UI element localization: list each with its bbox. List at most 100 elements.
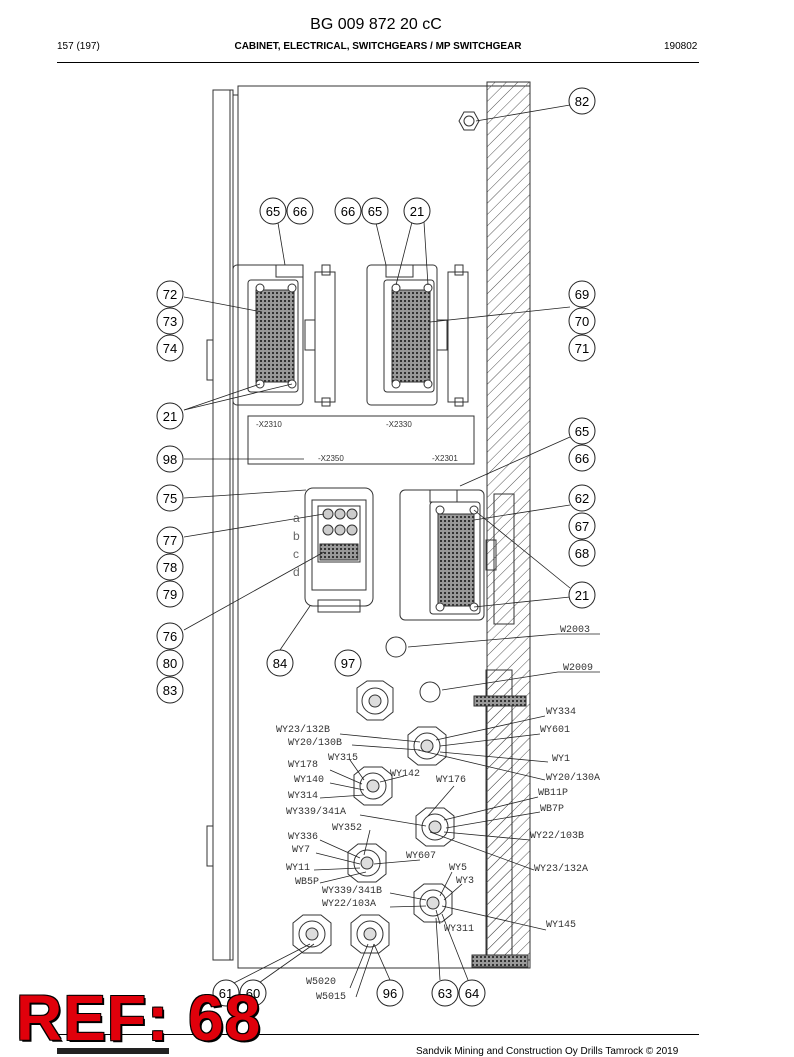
- svg-text:21: 21: [163, 409, 177, 424]
- header-rule: [57, 62, 699, 63]
- leader-lines: [183, 104, 600, 998]
- label-strip: [247, 415, 475, 465]
- svg-text:84: 84: [273, 656, 287, 671]
- wire-label-wy145: WY145: [546, 920, 576, 931]
- x2350-label: -X2350: [318, 454, 344, 463]
- wire-label-wy176: WY176: [436, 775, 466, 786]
- slot-letter-c: c: [293, 547, 299, 561]
- svg-text:80: 80: [163, 656, 177, 671]
- callout-84: 84: [266, 649, 294, 677]
- footer-copyright: Sandvik Mining and Construction Oy Drill…: [416, 1046, 679, 1057]
- x2301-label: -X2301: [432, 454, 458, 463]
- callout-80: 80: [156, 649, 184, 677]
- bolt-82: [458, 111, 480, 131]
- wire-label-wy339-341b: WY339/341B: [322, 885, 382, 897]
- svg-text:78: 78: [163, 560, 177, 575]
- wire-label-wy178: WY178: [288, 760, 318, 771]
- connector-x2350: [304, 487, 374, 613]
- connector-housing-x2330: [366, 264, 469, 407]
- wire-label-wy336: WY336: [288, 832, 318, 843]
- wire-label-wy11: WY11: [286, 863, 310, 874]
- wire-label-wy315: WY315: [328, 753, 358, 764]
- svg-text:79: 79: [163, 587, 177, 602]
- document-id: BG 009 872 20 cC: [310, 16, 442, 33]
- gland-97: [356, 680, 394, 721]
- callout-68: 68: [568, 539, 596, 567]
- svg-text:98: 98: [163, 452, 177, 467]
- callout-65: 65: [361, 197, 389, 225]
- callout-77: 77: [156, 526, 184, 554]
- svg-text:73: 73: [163, 314, 177, 329]
- callout-97: 97: [334, 649, 362, 677]
- callout-70: 70: [568, 307, 596, 335]
- callout-61: 61: [212, 979, 240, 1007]
- callout-bubbles: 82 65 66 66 65 21 72 73 74 21 98 69 70 7…: [156, 87, 596, 1007]
- footer-rule: [57, 1034, 699, 1035]
- wire-label-wy23-132b: WY23/132B: [276, 724, 330, 736]
- callout-66: 66: [334, 197, 362, 225]
- svg-text:76: 76: [163, 629, 177, 644]
- wire-label-wy607: WY607: [406, 851, 436, 862]
- wire-label-wy22-103a: WY22/103A: [322, 898, 376, 910]
- wire-label-wy142: WY142: [390, 769, 420, 780]
- svg-text:96: 96: [383, 986, 397, 1001]
- wire-label-wy601: WY601: [540, 725, 570, 736]
- callout-64: 64: [458, 979, 486, 1007]
- svg-text:65: 65: [575, 424, 589, 439]
- wire-label-wb7p: WB7P: [540, 804, 564, 815]
- callout-60: 60: [239, 979, 267, 1007]
- svg-text:67: 67: [575, 519, 589, 534]
- gland-lower-right: [413, 883, 453, 923]
- gland-upper-right: [407, 726, 447, 766]
- callout-65: 65: [568, 417, 596, 445]
- svg-text:66: 66: [575, 451, 589, 466]
- wire-label-w5020: W5020: [306, 977, 336, 988]
- gland-lower-left: [347, 843, 387, 883]
- wire-label-wy22-103b: WY22/103B: [530, 830, 584, 842]
- wire-label-wy20-130b: WY20/130B: [288, 737, 342, 749]
- slot-letters: a b c d: [293, 511, 300, 579]
- cable-glands: [292, 680, 455, 954]
- callout-67: 67: [568, 512, 596, 540]
- page-title: CABINET, ELECTRICAL, SWITCHGEARS / MP SW…: [234, 41, 522, 52]
- callout-73: 73: [156, 307, 184, 335]
- slot-letter-b: b: [293, 529, 300, 543]
- sandvik-logo: [57, 1048, 169, 1054]
- svg-text:71: 71: [575, 341, 589, 356]
- callout-72: 72: [156, 280, 184, 308]
- wire-label-w5015: W5015: [316, 992, 346, 1003]
- svg-text:75: 75: [163, 491, 177, 506]
- callout-21: 21: [156, 402, 184, 430]
- slot-letter-a: a: [293, 511, 300, 525]
- wire-label-wy7: WY7: [292, 845, 310, 856]
- wire-label-wy314: WY314: [288, 791, 318, 802]
- svg-text:69: 69: [575, 287, 589, 302]
- x2310-label: -X2310: [256, 420, 282, 429]
- svg-text:97: 97: [341, 656, 355, 671]
- wire-label-wy339-341a: WY339/341A: [286, 806, 346, 818]
- svg-text:70: 70: [575, 314, 589, 329]
- svg-text:64: 64: [465, 986, 479, 1001]
- callout-96: 96: [376, 979, 404, 1007]
- callout-63: 63: [431, 979, 459, 1007]
- slot-letter-d: d: [293, 565, 300, 579]
- x2330-label: -X2330: [386, 420, 412, 429]
- callout-21: 21: [403, 197, 431, 225]
- callout-76: 76: [156, 622, 184, 650]
- wire-label-wy352: WY352: [332, 823, 362, 834]
- svg-text:77: 77: [163, 533, 177, 548]
- wire-label-wy334: WY334: [546, 707, 576, 718]
- callout-65: 65: [259, 197, 287, 225]
- callout-78: 78: [156, 553, 184, 581]
- ref-watermark: REF: 68: [16, 982, 262, 1054]
- wire-label-wb11p: WB11P: [538, 788, 568, 799]
- svg-text:60: 60: [246, 986, 260, 1001]
- callout-66: 66: [568, 444, 596, 472]
- wire-label-w2009: W2009: [563, 663, 593, 674]
- date-code: 190802: [664, 41, 698, 52]
- callout-98: 98: [156, 445, 184, 473]
- svg-text:65: 65: [368, 204, 382, 219]
- svg-text:21: 21: [575, 588, 589, 603]
- gland-middle-left: [353, 766, 393, 806]
